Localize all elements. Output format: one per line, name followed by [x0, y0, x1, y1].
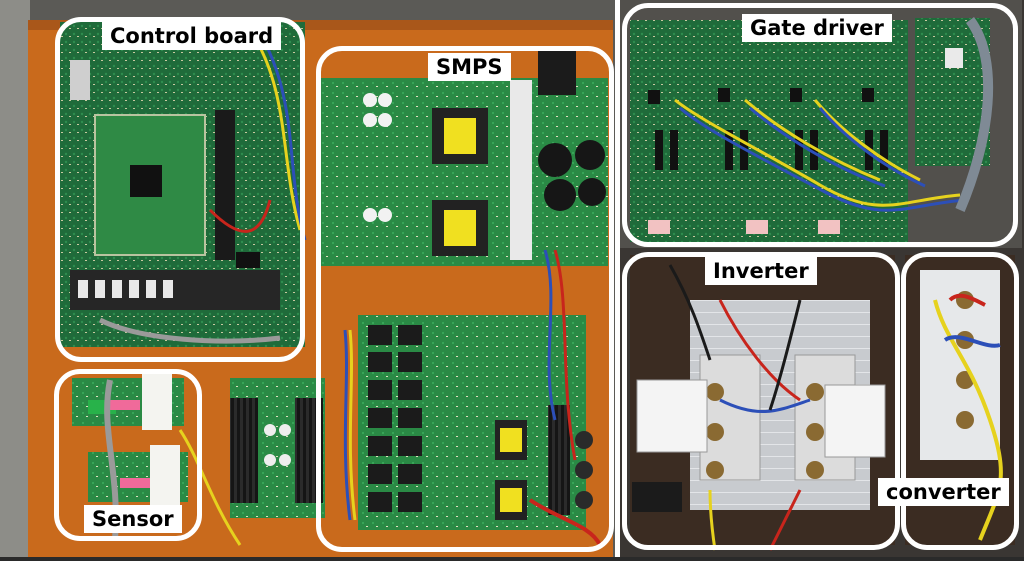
inverter-label: Inverter — [705, 257, 817, 285]
sensor-label: Sensor — [84, 505, 182, 533]
sensor-pcb — [72, 372, 242, 546]
control-board-wires — [98, 29, 307, 344]
inverter-module — [630, 255, 895, 545]
smps-box — [316, 46, 614, 552]
inverter-wires — [668, 264, 811, 551]
gate-driver-wires — [674, 17, 994, 212]
smps-label: SMPS — [428, 53, 511, 81]
control-board-box — [55, 17, 305, 362]
sensor-box — [54, 369, 202, 541]
control-board-label: Control board — [102, 22, 282, 50]
middle-heatsink-board — [230, 378, 325, 518]
smps-pcb — [318, 50, 608, 266]
gate-driver-label: Gate driver — [742, 14, 892, 42]
control-board-pcb — [60, 22, 305, 347]
gate-driver-box — [622, 3, 1018, 247]
converter-label: converter — [878, 478, 1009, 506]
converter-box — [901, 252, 1019, 550]
inverter-box — [622, 252, 900, 550]
